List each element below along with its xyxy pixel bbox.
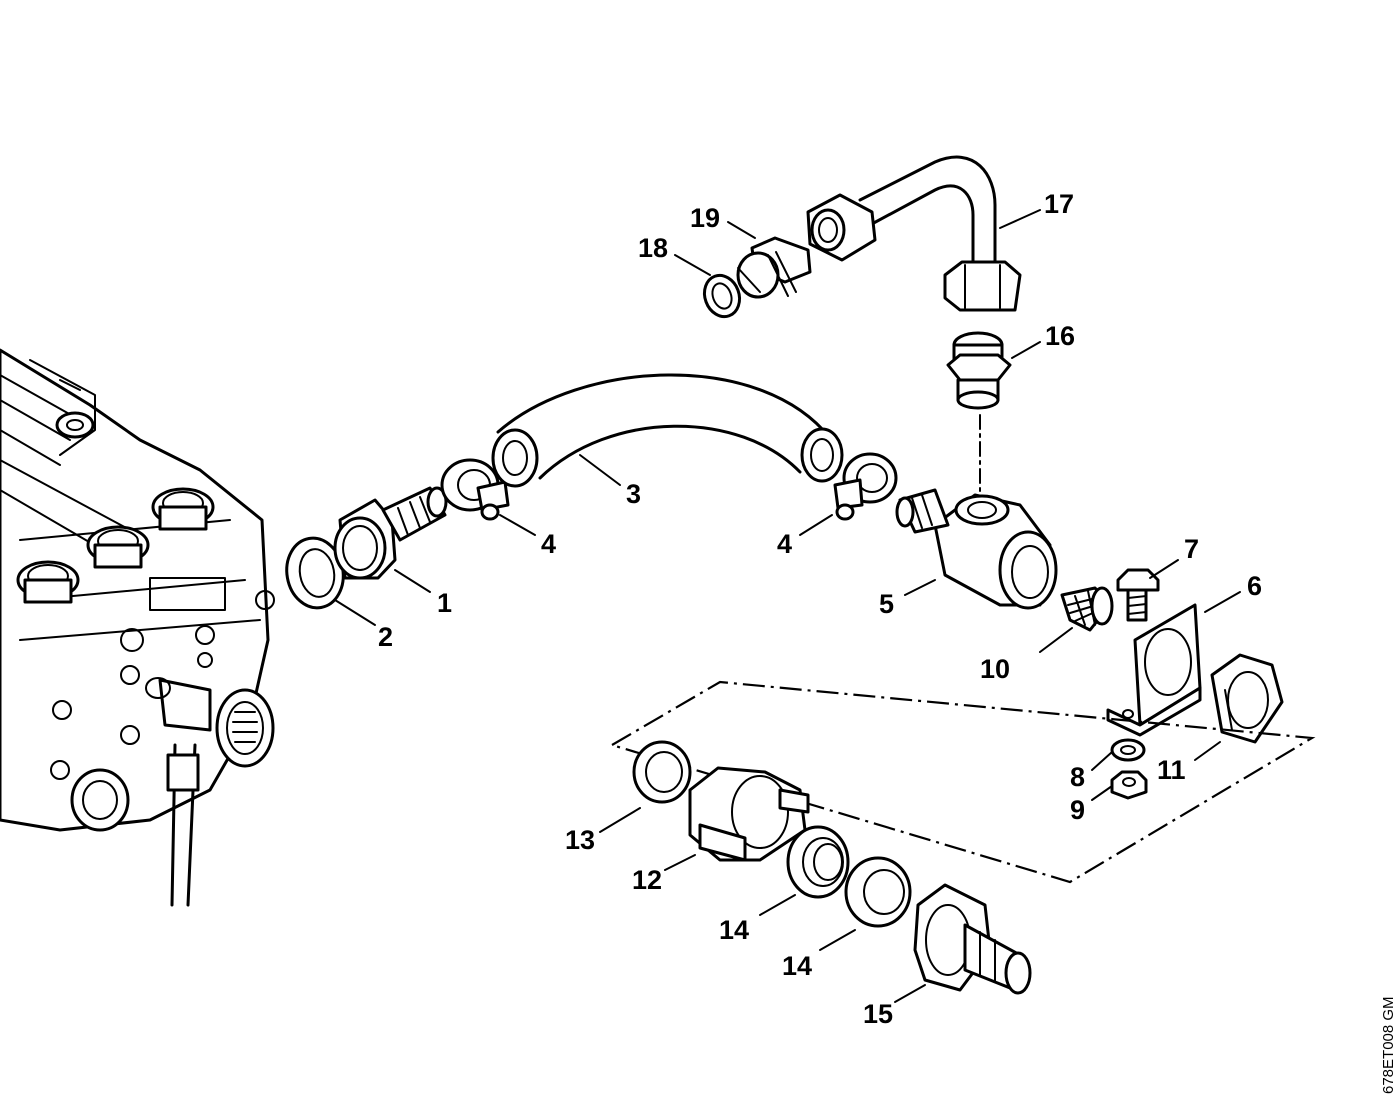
callout-12: 12 xyxy=(632,865,662,895)
callout-1: 1 xyxy=(437,588,452,618)
callout-14-b: 14 xyxy=(782,951,812,981)
part-6-mounting-bracket xyxy=(1106,603,1202,737)
callout-3: 3 xyxy=(626,479,641,509)
part-17-pressure-pipe xyxy=(806,155,1022,312)
callout-10: 10 xyxy=(980,654,1010,684)
part-3-suction-hose xyxy=(491,373,844,488)
callout-7: 7 xyxy=(1184,534,1199,564)
callout-13: 13 xyxy=(565,825,595,855)
part-9-nut xyxy=(1110,770,1148,800)
pump-housing xyxy=(0,348,275,907)
part-1-hose-nipple xyxy=(333,486,448,580)
part-16-double-nipple xyxy=(946,331,1012,410)
part-18-seal-ring xyxy=(702,273,742,319)
part-4-hose-clamp-left xyxy=(440,458,510,521)
callout-4-left: 4 xyxy=(541,529,556,559)
drawing-reference-code: 678ET008 GM xyxy=(1380,996,1397,1094)
part-5-tee-fitting xyxy=(895,488,1058,610)
callout-9: 9 xyxy=(1070,795,1085,825)
part-10-strainer xyxy=(1060,586,1114,632)
callout-19: 19 xyxy=(690,203,720,233)
callout-4-right: 4 xyxy=(777,529,792,559)
callout-2: 2 xyxy=(378,622,393,652)
part-14-seal-b xyxy=(844,856,912,928)
callout-14-a: 14 xyxy=(719,915,749,945)
part-4-hose-clamp-right xyxy=(833,452,898,521)
callout-15: 15 xyxy=(863,999,893,1029)
part-14-seal-a xyxy=(786,825,850,899)
callout-5: 5 xyxy=(879,589,894,619)
assembly-group-boundary xyxy=(609,680,1316,884)
leader-lines xyxy=(334,209,1241,1003)
callout-18: 18 xyxy=(638,233,668,263)
callout-17: 17 xyxy=(1044,189,1074,219)
part-19-threaded-nipple xyxy=(736,236,812,299)
callout-6: 6 xyxy=(1247,571,1262,601)
part-15-hose-coupling xyxy=(913,883,1032,995)
part-13-seal-ring xyxy=(632,740,692,804)
callout-16: 16 xyxy=(1045,321,1075,351)
part-8-washer xyxy=(1110,738,1146,762)
callout-8: 8 xyxy=(1070,762,1085,792)
part-11-hex-nut xyxy=(1210,653,1284,744)
callout-11: 11 xyxy=(1157,755,1186,785)
part-7-hex-bolt xyxy=(1116,568,1160,622)
part-12-coupling xyxy=(688,766,810,862)
